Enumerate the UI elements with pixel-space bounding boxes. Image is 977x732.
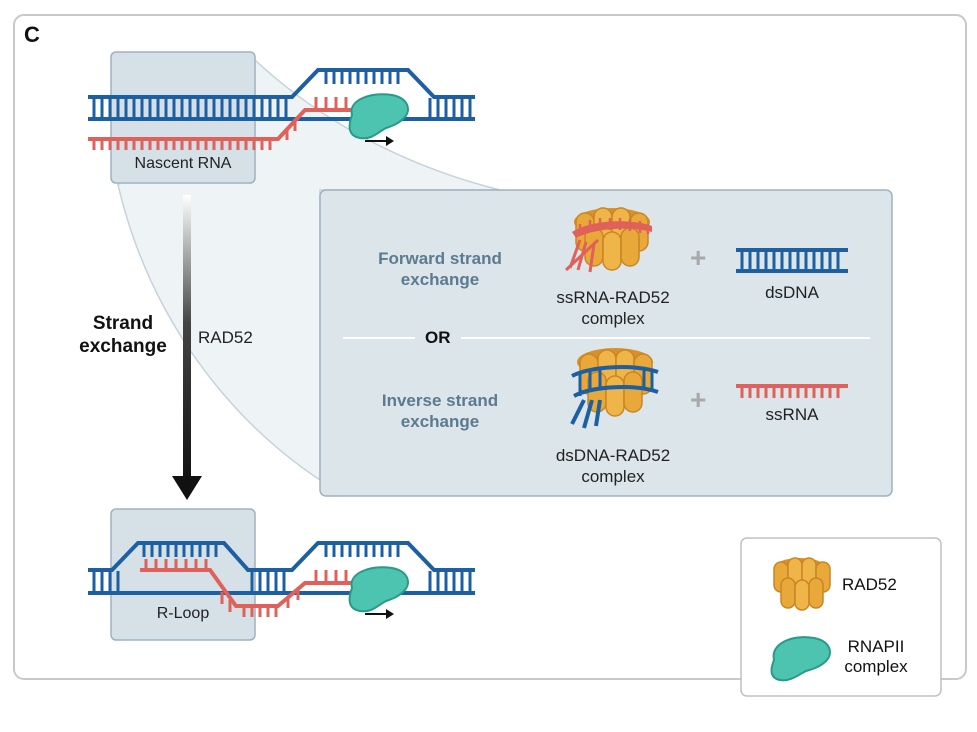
strand-exchange-label-line1: Strand — [92, 313, 154, 334]
forward-title-line2: exchange — [400, 270, 480, 289]
inverse-title-line1: Inverse strand — [381, 391, 499, 410]
top-nascent-rna — [88, 97, 370, 150]
forward-complex-line1: ssRNA-RAD52 — [556, 288, 670, 307]
strand-exchange-arrow — [172, 195, 202, 500]
inverse-complex-line2: complex — [581, 467, 645, 486]
nascent-rna-label: Nascent RNA — [134, 155, 232, 172]
dsdna-icon — [736, 248, 848, 273]
r-loop-label: R-Loop — [156, 605, 210, 622]
legend-rnapii-line2: complex — [844, 657, 908, 676]
ssrna-icon — [736, 384, 848, 398]
inverse-strand-exchange-title: Inverse strand exchange — [350, 390, 530, 432]
legend-rnapii-icon — [770, 636, 831, 682]
bottom-dna-duplex — [88, 541, 475, 595]
strand-exchange-label-line2: exchange — [79, 336, 167, 357]
dsdna-rad52-complex-label: dsDNA-RAD52 complex — [535, 445, 691, 487]
ssrna-rad52-complex-icon — [564, 207, 652, 273]
legend-rnapii-label: RNAPII complex — [836, 637, 916, 677]
bottom-rnapii-icon — [348, 566, 409, 613]
legend-rad52-icon — [773, 557, 831, 611]
inverse-title-line2: exchange — [400, 412, 480, 431]
forward-plus-sign: + — [690, 242, 707, 273]
forward-strand-exchange-title: Forward strand exchange — [350, 248, 530, 290]
panel-label: C — [24, 22, 40, 47]
or-label: OR — [415, 328, 461, 348]
forward-title-line1: Forward strand — [378, 249, 502, 268]
bottom-r-loop-rna — [140, 559, 370, 617]
top-dna-duplex — [88, 68, 475, 121]
legend-rnapii-line1: RNAPII — [847, 637, 905, 656]
strand-exchange-label: Strand exchange — [68, 312, 178, 358]
dsdna-label: dsDNA — [765, 283, 819, 302]
bottom-direction-arrow — [365, 609, 394, 619]
rad52-arrow-label: RAD52 — [198, 328, 253, 347]
legend-rad52-label: RAD52 — [842, 575, 897, 594]
top-direction-arrow — [365, 136, 394, 146]
inverse-plus-sign: + — [690, 384, 707, 415]
ssrna-label: ssRNA — [765, 405, 819, 424]
inverse-complex-line1: dsDNA-RAD52 — [555, 446, 671, 465]
forward-complex-line2: complex — [581, 309, 645, 328]
top-rnapii-icon — [348, 93, 409, 140]
top-dna-rungs — [92, 72, 472, 118]
dsdna-rad52-complex-icon — [570, 348, 659, 429]
ssrna-rad52-complex-label: ssRNA-RAD52 complex — [535, 287, 691, 329]
